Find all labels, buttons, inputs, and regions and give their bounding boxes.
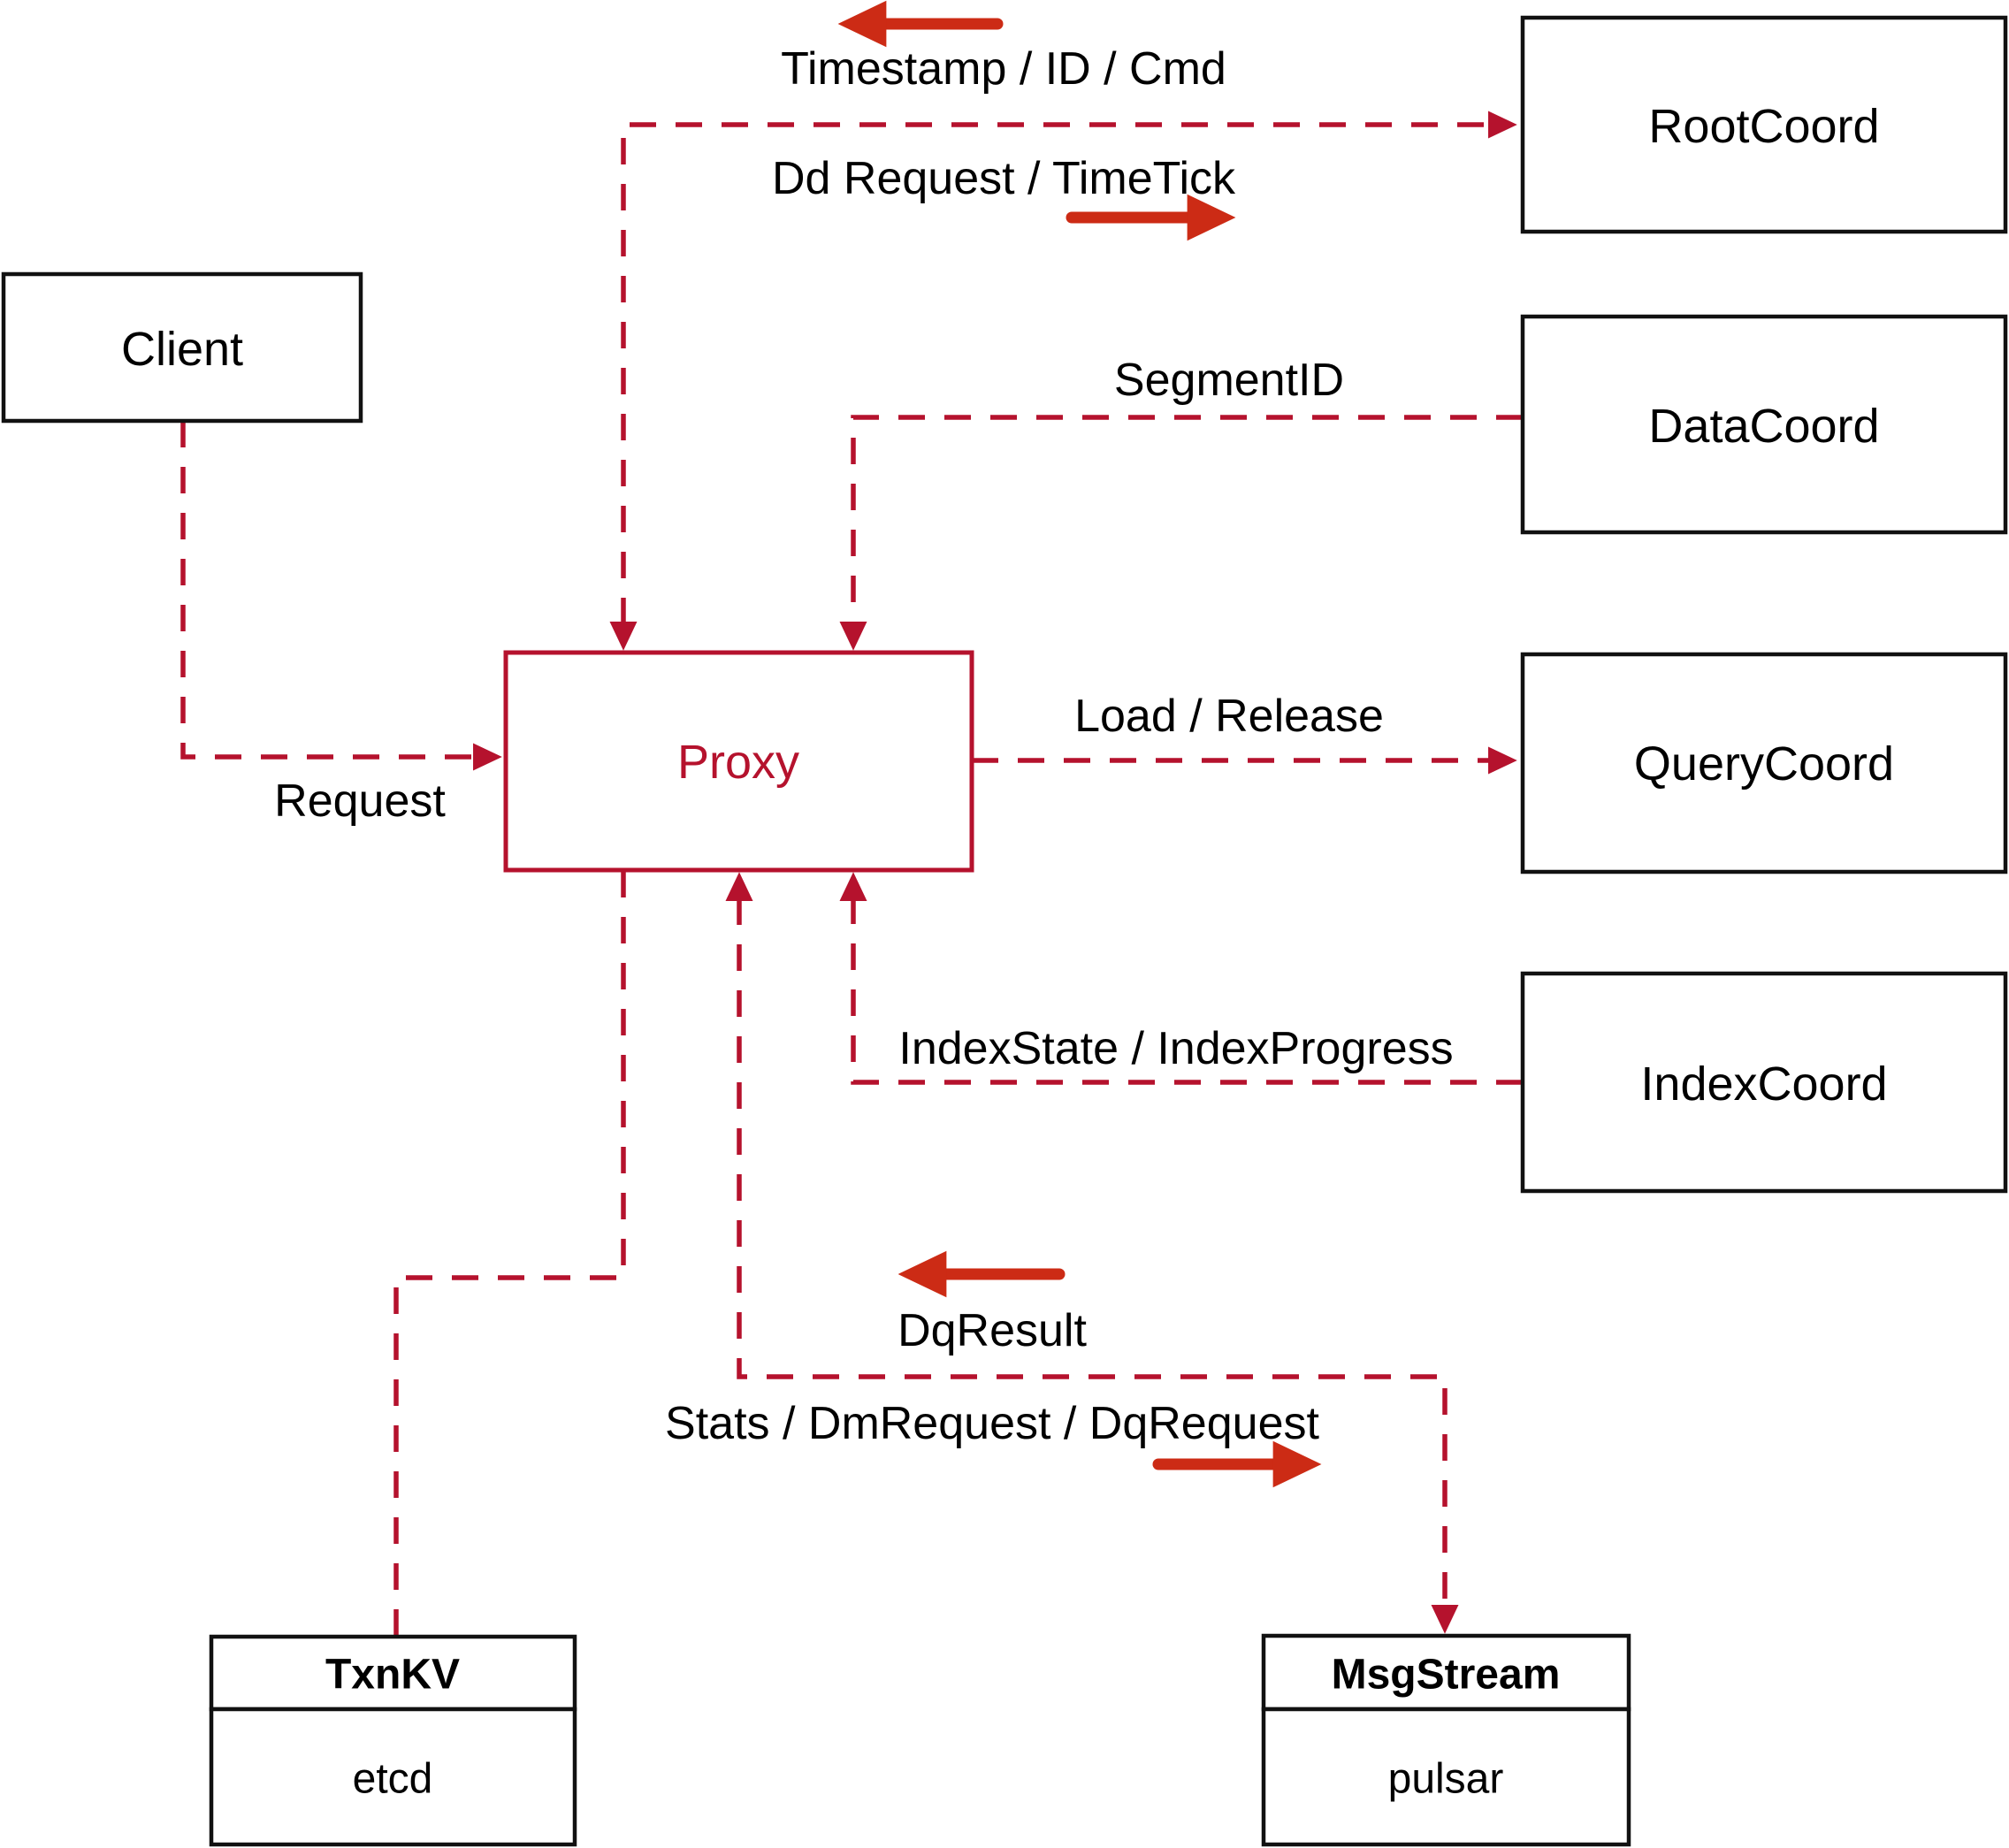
msgstream-subtitle: pulsar <box>1388 1756 1504 1803</box>
msgstream-header-box <box>1261 1633 1631 1712</box>
edge-label-stats-dm-dq-request: Stats / DmRequest / DqRequest <box>665 1398 1319 1449</box>
edge-datacoord-proxy <box>839 415 1523 651</box>
edge-label-dd-request-timetick: Dd Request / TimeTick <box>772 153 1236 204</box>
txnkv-title: TxnKV <box>325 1652 460 1699</box>
client-label: Client <box>121 323 243 376</box>
querycoord-label: QueryCoord <box>1634 737 1894 790</box>
node-client: Client <box>1 271 363 424</box>
txnkv-subtitle: etcd <box>353 1756 433 1803</box>
indexcoord-label: IndexCoord <box>1640 1058 1887 1111</box>
txnkv-header-box <box>209 1634 577 1712</box>
node-msgstream: MsgStream pulsar <box>1261 1633 1631 1847</box>
node-txnkv: TxnKV etcd <box>209 1634 577 1847</box>
rootcoord-box <box>1520 15 2008 234</box>
edge-label-timestamp-id-cmd: Timestamp / ID / Cmd <box>781 43 1226 95</box>
querycoord-box <box>1520 652 2008 874</box>
client-box <box>1 271 363 424</box>
node-querycoord: QueryCoord <box>1520 652 2008 874</box>
edge-proxy-txnkv <box>393 871 626 1635</box>
edge-label-index-state-progress: IndexState / IndexProgress <box>898 1023 1453 1074</box>
edge-label-load-release: Load / Release <box>1074 691 1384 742</box>
node-datacoord: DataCoord <box>1520 314 2008 535</box>
edge-label-segment-id: SegmentID <box>1114 355 1344 406</box>
node-rootcoord: RootCoord <box>1520 15 2008 234</box>
rootcoord-label: RootCoord <box>1648 100 1879 153</box>
datacoord-box <box>1520 314 2008 535</box>
edge-proxy-rootcoord <box>609 111 1517 651</box>
indexcoord-box <box>1520 971 2008 1194</box>
msgstream-body-box <box>1261 1707 1631 1847</box>
node-proxy: Proxy <box>503 650 974 873</box>
txnkv-body-box <box>209 1707 577 1847</box>
edge-client-proxy <box>180 421 502 771</box>
edge-label-request: Request <box>274 775 446 827</box>
msgstream-title: MsgStream <box>1332 1652 1561 1699</box>
proxy-label: Proxy <box>677 736 799 789</box>
datacoord-label: DataCoord <box>1648 400 1879 453</box>
proxy-box <box>503 650 974 873</box>
edge-label-dq-result: DqResult <box>898 1305 1087 1356</box>
node-indexcoord: IndexCoord <box>1520 971 2008 1194</box>
edge-proxy-msgstream <box>725 872 1459 1634</box>
